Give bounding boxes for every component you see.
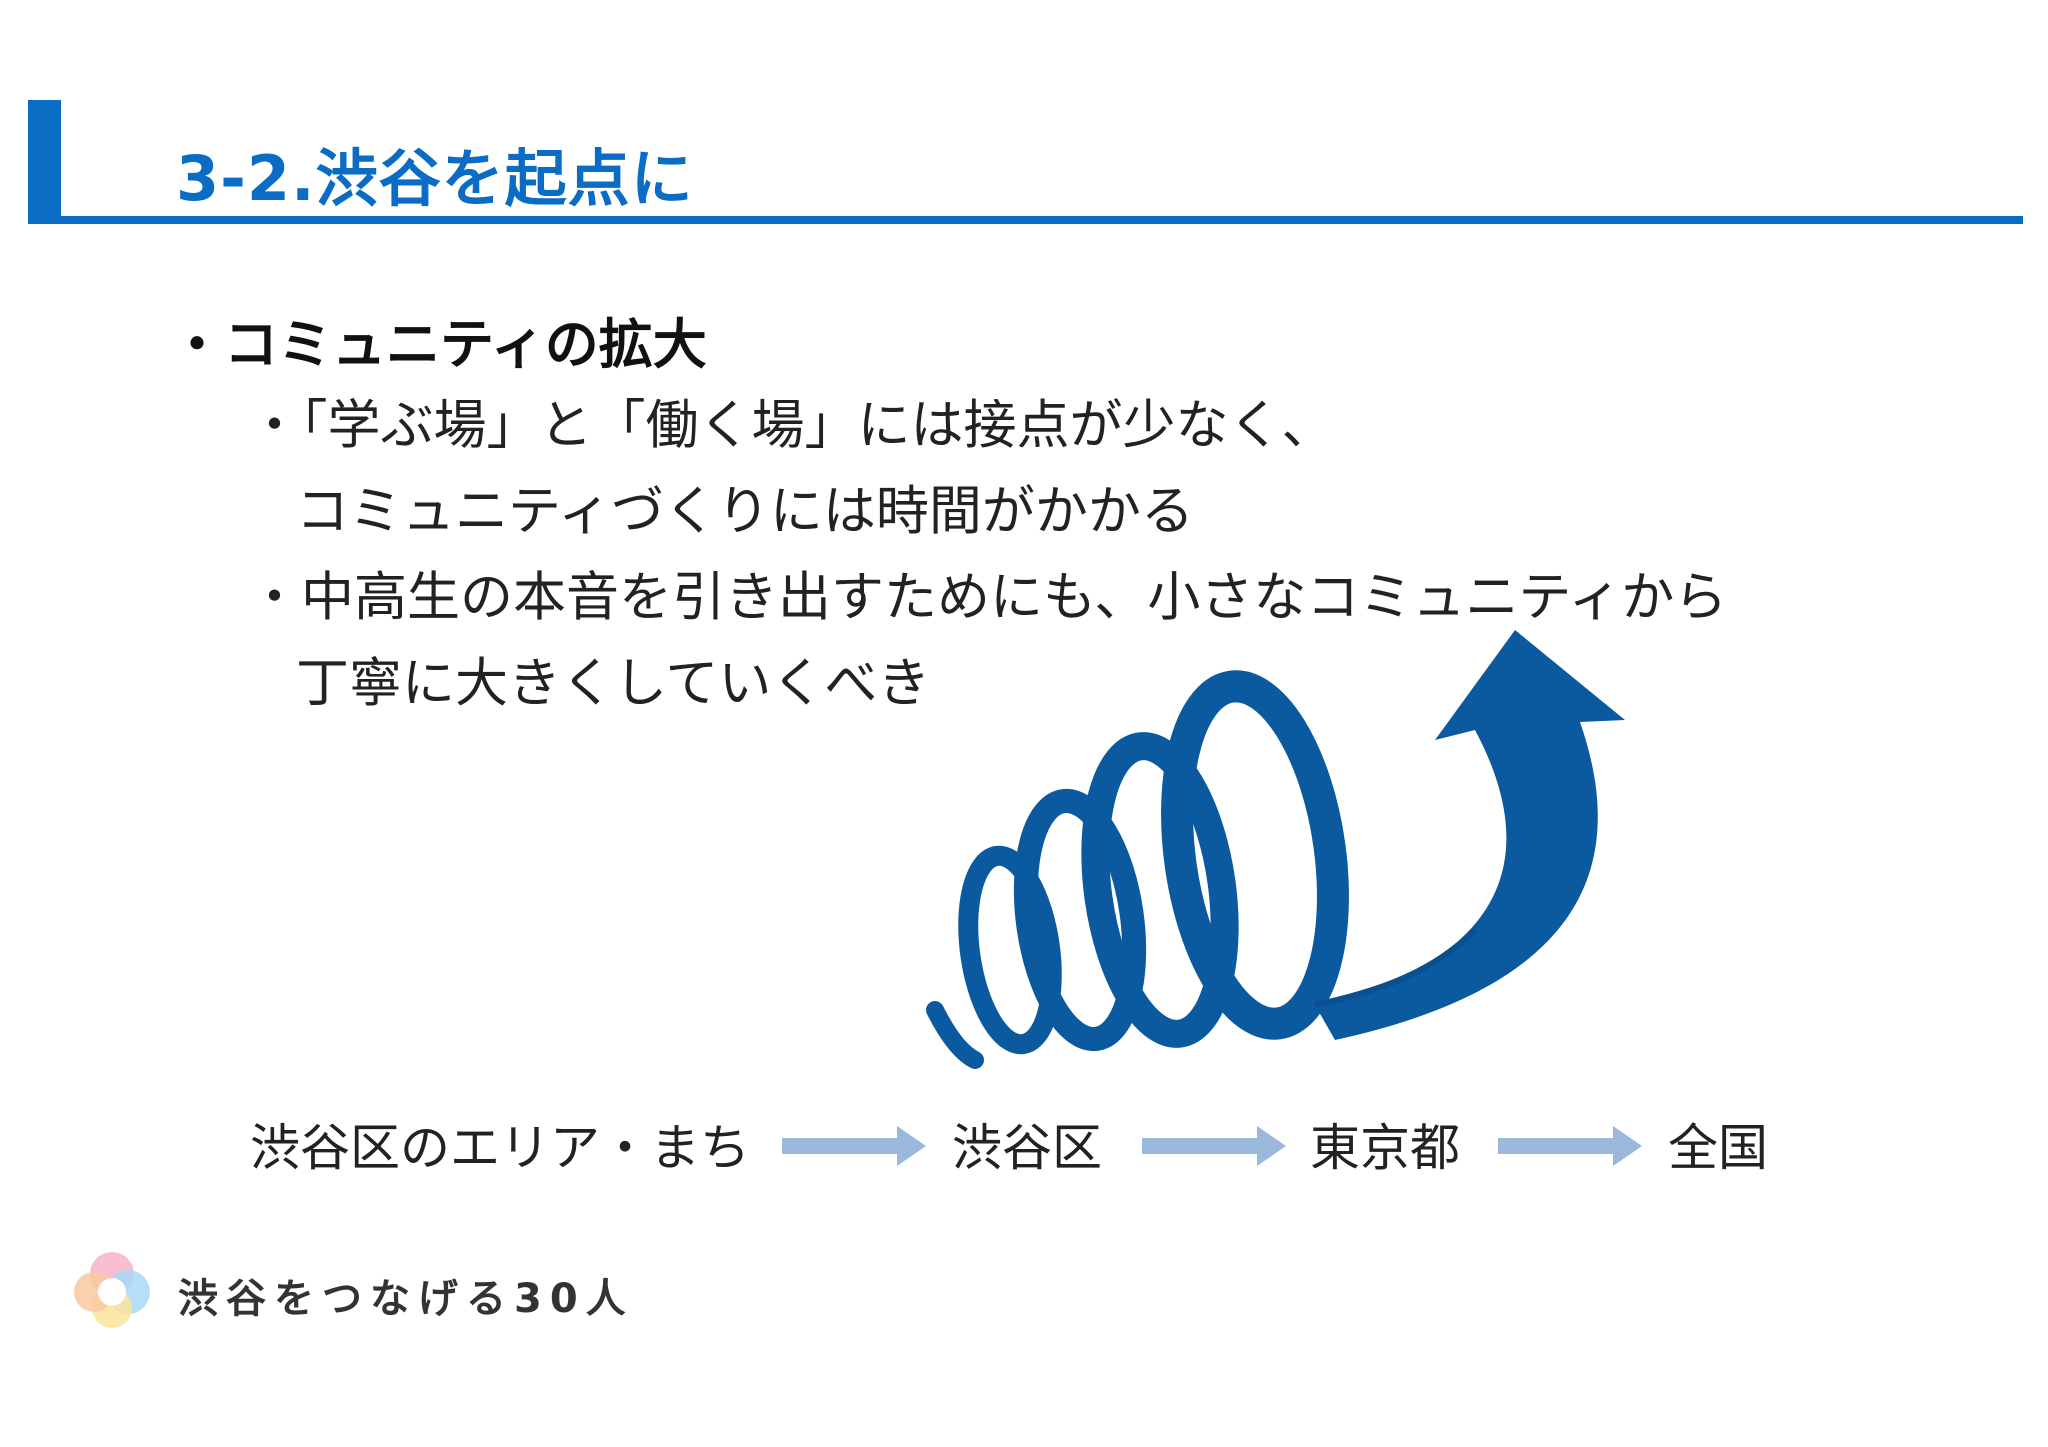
spiral-growth-arrow-icon bbox=[926, 630, 1625, 1069]
sub-bullet-1-continuation: コミュニティづくりには時間がかかる bbox=[296, 481, 1194, 542]
slide-title: 3-2.渋谷を起点に bbox=[176, 142, 694, 215]
flow-step-area: 渋谷区のエリア・まち bbox=[250, 1119, 750, 1177]
title-accent-bar bbox=[28, 100, 61, 222]
flow-step-nationwide: 全国 bbox=[1668, 1119, 1768, 1177]
flower-logo-icon bbox=[74, 1252, 150, 1328]
logo-text: 渋谷をつなげる30人 bbox=[178, 1276, 634, 1322]
sub-bullet-list: ・「学ぶ場」と「働く場」には接点が少なく、 コミュニティづくりには時間がかかる … bbox=[248, 383, 1727, 727]
sub-bullet-1: ・「学ぶ場」と「働く場」には接点が少なく、 bbox=[248, 395, 1335, 456]
flow-step-tokyo: 東京都 bbox=[1310, 1119, 1460, 1177]
sub-bullet-2: ・中高生の本音を引き出すためにも、小さなコミュニティから bbox=[248, 567, 1728, 628]
flow-arrow-right-icon bbox=[782, 1126, 926, 1166]
main-bullet: ・コミュニティの拡大 bbox=[170, 313, 707, 376]
title-underline bbox=[28, 216, 2023, 224]
flow-step-shibuya: 渋谷区 bbox=[952, 1119, 1102, 1177]
sub-bullet-2-continuation: 丁寧に大きくしていくべき bbox=[296, 653, 931, 714]
flow-arrow-right-icon bbox=[1142, 1126, 1286, 1166]
flow-arrow-right-icon bbox=[1498, 1126, 1642, 1166]
